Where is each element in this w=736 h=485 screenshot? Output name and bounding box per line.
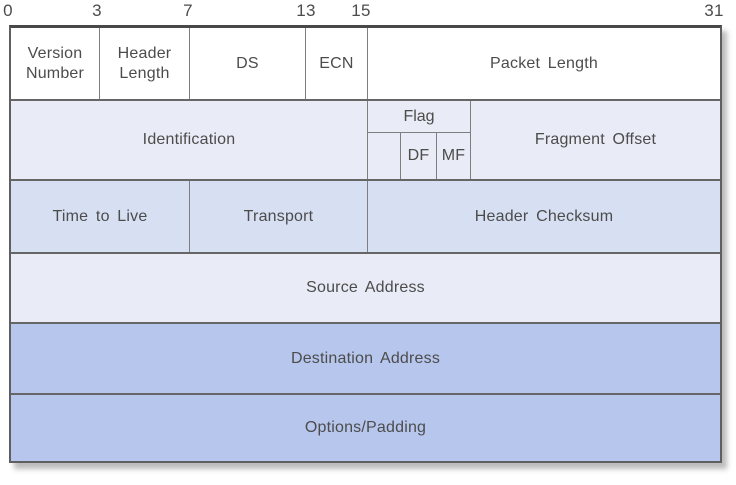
field-time-to-live: Time to Live bbox=[52, 207, 148, 225]
field-destination-address: Destination Address bbox=[290, 349, 441, 367]
field-mf: MF bbox=[436, 133, 470, 179]
field-ds: DS bbox=[189, 28, 305, 99]
bit-label-3: 3 bbox=[92, 1, 102, 20]
bit-ruler: 0 3 7 13 15 31 bbox=[0, 0, 736, 25]
field-fragment-offset: Fragment Offset bbox=[470, 101, 720, 179]
field-flag-group: Flag DF MF bbox=[367, 101, 470, 179]
field-options-padding: Options/Padding bbox=[304, 419, 427, 436]
header-row-6: Options/Padding bbox=[11, 393, 720, 461]
ip-header-diagram: Version Number Header Length DS ECN Pack… bbox=[9, 25, 722, 463]
flag-subfields: DF MF bbox=[368, 133, 470, 179]
header-row-1: Version Number Header Length DS ECN Pack… bbox=[11, 28, 720, 99]
header-row-5: Destination Address bbox=[11, 322, 720, 393]
field-transport: Transport bbox=[189, 181, 367, 252]
field-flag-reserved bbox=[368, 133, 400, 179]
field-identification: Identification bbox=[142, 131, 236, 148]
header-row-4: Source Address bbox=[11, 252, 720, 322]
header-row-3: Time to Live Transport Header Checksum bbox=[11, 179, 720, 252]
field-df: DF bbox=[400, 133, 436, 179]
field-packet-length: Packet Length bbox=[367, 28, 720, 99]
bit-label-7: 7 bbox=[183, 1, 193, 20]
bit-label-13: 13 bbox=[296, 1, 316, 20]
field-version-number: Version Number bbox=[25, 44, 85, 82]
header-row-2: Identification Flag DF MF Fragment Offse… bbox=[11, 99, 720, 179]
field-header-checksum: Header Checksum bbox=[367, 181, 720, 252]
field-source-address: Source Address bbox=[306, 279, 425, 296]
field-header-length: Header Length bbox=[99, 28, 189, 99]
bit-label-15: 15 bbox=[351, 1, 371, 20]
field-ecn: ECN bbox=[305, 28, 367, 99]
field-flag: Flag bbox=[368, 101, 470, 133]
bit-label-0: 0 bbox=[3, 1, 13, 20]
bit-label-31: 31 bbox=[704, 1, 724, 20]
